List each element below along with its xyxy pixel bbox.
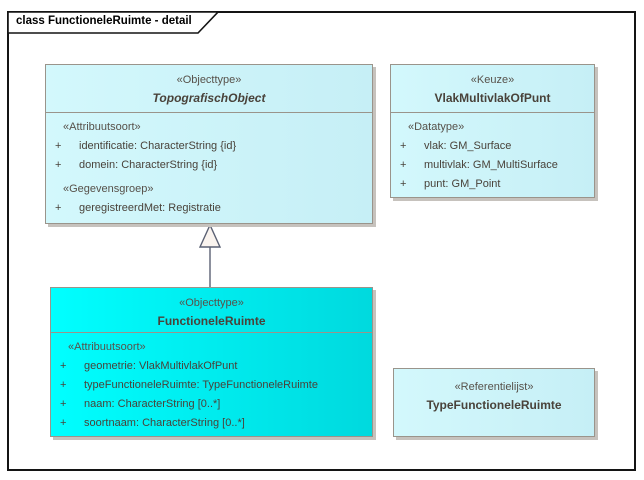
visibility-marker: + — [400, 159, 407, 171]
attribute-text: domein: CharacterString {id} — [79, 159, 218, 171]
attribute-row: + naam: CharacterString [0..*] — [51, 395, 372, 414]
section-heading: «Gegevensgroep» — [63, 183, 154, 195]
class-name: FunctioneleRuimte — [157, 314, 266, 328]
generalization-connector[interactable] — [194, 224, 226, 288]
generalization-triangle-icon — [198, 224, 222, 248]
attribute-text: vlak: GM_Surface — [424, 140, 512, 152]
attribute-text: punt: GM_Point — [424, 178, 501, 190]
class-topografischobject[interactable]: «Objecttype» TopografischObject «Attribu… — [45, 64, 373, 224]
attribute-text: geregistreerdMet: Registratie — [79, 202, 221, 214]
visibility-marker: + — [55, 202, 62, 214]
frame-title-tab: class FunctioneleRuimte - detail — [7, 11, 237, 35]
visibility-marker: + — [60, 360, 67, 372]
attribute-text: multivlak: GM_MultiSurface — [424, 159, 558, 171]
attribute-row: + geometrie: VlakMultivlakOfPunt — [51, 357, 372, 376]
attribute-row: + vlak: GM_Surface — [391, 137, 594, 156]
visibility-marker: + — [60, 398, 67, 410]
class-name: TopografischObject — [152, 91, 266, 105]
class-header: «Keuze» VlakMultivlakOfPunt — [391, 65, 594, 112]
diagram-frame — [7, 11, 636, 471]
attribute-row: + typeFunctioneleRuimte: TypeFunctionele… — [51, 376, 372, 395]
attributes-compartment: «Datatype» + vlak: GM_Surface + multivla… — [391, 112, 594, 198]
visibility-marker: + — [55, 140, 62, 152]
class-header: «Objecttype» TopografischObject — [46, 65, 372, 112]
class-header: «Objecttype» FunctioneleRuimte — [51, 288, 372, 332]
attribute-text: geometrie: VlakMultivlakOfPunt — [84, 360, 238, 372]
section-heading: «Datatype» — [408, 121, 465, 133]
frame-tab-shape — [7, 11, 220, 34]
attribute-row: + domein: CharacterString {id} — [46, 156, 372, 175]
attribute-row: + multivlak: GM_MultiSurface — [391, 156, 594, 175]
attribute-row: + soortnaam: CharacterString [0..*] — [51, 414, 372, 433]
class-name: VlakMultivlakOfPunt — [434, 91, 551, 105]
attributes-compartment: «Attribuutsoort» + identificatie: Charac… — [46, 112, 372, 224]
visibility-marker: + — [55, 159, 62, 171]
attribute-text: naam: CharacterString [0..*] — [84, 398, 221, 410]
attribute-row: + punt: GM_Point — [391, 175, 594, 194]
visibility-marker: + — [60, 417, 67, 429]
visibility-marker: + — [400, 140, 407, 152]
class-functioneleruimte[interactable]: «Objecttype» FunctioneleRuimte «Attribuu… — [50, 287, 373, 437]
stereotype-label: «Objecttype» — [176, 74, 242, 86]
section-heading: «Attribuutsoort» — [68, 341, 146, 353]
attributes-compartment: «Attribuutsoort» + geometrie: VlakMultiv… — [51, 332, 372, 437]
attribute-row: + geregistreerdMet: Registratie — [46, 199, 372, 218]
class-typefunctioneleruimte[interactable]: «Referentielijst» TypeFunctioneleRuimte — [393, 368, 595, 437]
diagram-title: class FunctioneleRuimte - detail — [16, 15, 192, 27]
visibility-marker: + — [400, 178, 407, 190]
class-name: TypeFunctioneleRuimte — [426, 398, 562, 412]
class-vlakmultivlakofpunt[interactable]: «Keuze» VlakMultivlakOfPunt «Datatype» +… — [390, 64, 595, 198]
attribute-row: + identificatie: CharacterString {id} — [46, 137, 372, 156]
attribute-text: identificatie: CharacterString {id} — [79, 140, 237, 152]
stereotype-label: «Objecttype» — [179, 297, 244, 309]
visibility-marker: + — [60, 379, 67, 391]
class-header: «Referentielijst» TypeFunctioneleRuimte — [394, 369, 594, 436]
section-heading: «Attribuutsoort» — [63, 121, 141, 133]
attribute-text: typeFunctioneleRuimte: TypeFunctioneleRu… — [84, 379, 318, 391]
stereotype-label: «Referentielijst» — [454, 381, 534, 393]
stereotype-label: «Keuze» — [470, 74, 515, 86]
attribute-text: soortnaam: CharacterString [0..*] — [84, 417, 245, 429]
